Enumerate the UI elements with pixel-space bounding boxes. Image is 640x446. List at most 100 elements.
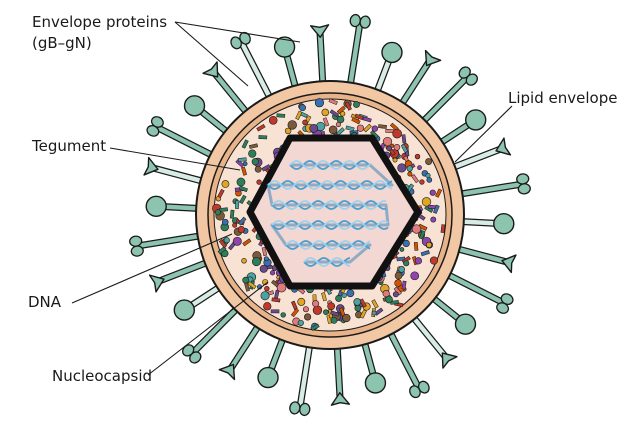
tegument-particle [302, 306, 309, 313]
tegument-particle [371, 299, 379, 309]
leader-envelope-2 [174, 21, 249, 87]
envelope-protein-spike [148, 257, 215, 293]
envelope-protein-spike [445, 137, 512, 173]
tegument-particle [429, 189, 436, 196]
tegument-particle [392, 291, 399, 298]
tegument-particle [335, 294, 343, 302]
tegument-particle [346, 289, 355, 298]
envelope-protein-spike [143, 156, 210, 186]
envelope-protein-spike [384, 325, 430, 399]
tegument-particle [263, 302, 272, 311]
tegument-particle [345, 125, 355, 132]
label-dna: DNA [28, 293, 62, 311]
tegument-particle [284, 127, 292, 135]
tegument-particle [328, 125, 338, 135]
tegument-particle [260, 291, 270, 301]
envelope-protein-spike [359, 335, 387, 394]
tegument-particle [235, 159, 245, 168]
tegument-particle [247, 281, 257, 290]
envelope-protein-spike [407, 310, 458, 369]
tegument-particle [314, 98, 325, 108]
tegument-particle [248, 149, 257, 158]
envelope-protein-spike [145, 195, 206, 218]
envelope-protein-spike [289, 337, 314, 417]
tegument-particle [271, 297, 281, 303]
envelope-protein-spike [202, 61, 253, 120]
tegument-particle [362, 116, 372, 123]
envelope-protein-spike [129, 231, 208, 257]
tegument-particle [330, 316, 338, 324]
tegument-particle [406, 165, 413, 172]
tegument-particle [321, 108, 330, 117]
tegument-particle [426, 177, 433, 183]
tegument-particle [413, 241, 419, 251]
envelope-protein-spikes [129, 13, 531, 417]
tegument-particle [403, 260, 410, 267]
tegument-particle [295, 110, 303, 120]
tegument-particle [237, 216, 247, 226]
tegument-particle [237, 157, 247, 162]
label-lipid-envelope: Lipid envelope [508, 89, 618, 107]
label-envelope-proteins-line2: (gB–gN) [32, 34, 92, 52]
envelope-protein-spike [426, 291, 477, 335]
tegument-particle [386, 145, 392, 152]
label-envelope-proteins-line1: Envelope proteins [32, 13, 168, 31]
tegument-particle [241, 258, 247, 264]
tegument-particle [321, 292, 327, 302]
tegument-particle [323, 309, 329, 316]
tegument-particle [327, 302, 336, 311]
tegument-particle [299, 104, 306, 112]
label-nucleocapsid: Nucleocapsid [52, 367, 153, 385]
tegument-particle [342, 313, 351, 323]
tegument-particle [214, 209, 222, 216]
tegument-particle [236, 177, 246, 187]
tegument-particle [417, 165, 422, 170]
tegument-particle [290, 308, 300, 318]
tegument-particle [309, 123, 319, 133]
envelope-protein-spike [372, 41, 403, 99]
tegument-particle [336, 115, 345, 124]
tegument-particle [287, 120, 297, 130]
envelope-protein-spike [309, 24, 330, 91]
tegument-particle [241, 166, 248, 176]
tegument-particle [221, 180, 230, 188]
tegument-particle [354, 113, 364, 121]
tegument-particle [310, 323, 320, 331]
tegument-particle [353, 101, 360, 108]
envelope-protein-spike [416, 66, 478, 128]
tegument-particle [401, 280, 407, 290]
tegument-particle [393, 144, 401, 151]
tegument-particle [261, 164, 271, 172]
tegument-particle [270, 270, 276, 276]
tegument-particle [382, 136, 393, 147]
tegument-particle [252, 257, 261, 267]
tegument-particle [394, 279, 402, 287]
tegument-particle [256, 179, 262, 185]
tegument-particle [430, 216, 437, 223]
tegument-particle [363, 123, 372, 133]
envelope-protein-spike [395, 49, 442, 111]
tegument-particle [218, 239, 228, 249]
envelope-protein-spike [182, 302, 244, 364]
tegument-particle [371, 310, 377, 316]
tegument-particle [398, 266, 405, 273]
leader-nucleocapsid [147, 281, 269, 376]
tegument-particle [421, 197, 432, 207]
tegument-particle [261, 246, 268, 257]
envelope-protein-spike [346, 13, 371, 93]
tegument-particle [297, 319, 304, 327]
tegument-particle [425, 158, 433, 166]
tegument-particle [304, 313, 312, 321]
tegument-particle [354, 304, 362, 312]
leader-tegument [109, 147, 241, 171]
tegument-particle [232, 236, 242, 246]
tegument-particle [256, 123, 266, 132]
tegument-particle [371, 125, 378, 132]
tegument-particle [341, 292, 347, 298]
tegument-particle [263, 256, 269, 262]
envelope-protein-spike [440, 269, 514, 314]
tegument-particle [425, 173, 431, 179]
envelope-protein-spike [230, 31, 276, 105]
leader-lines [71, 21, 513, 376]
